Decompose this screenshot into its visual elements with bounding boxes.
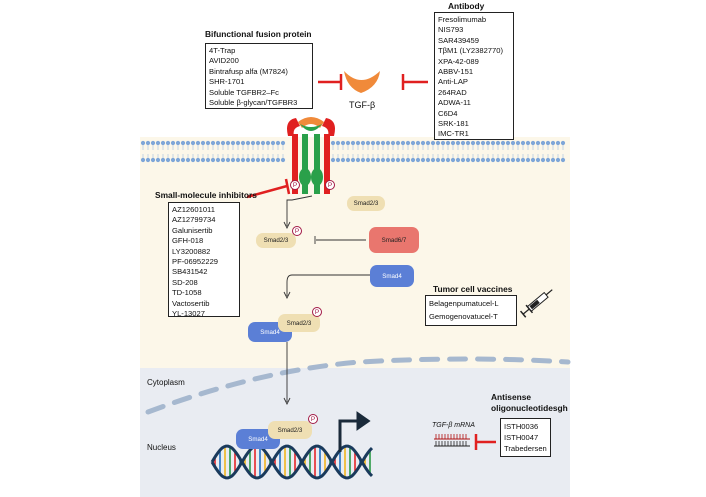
antibody-title: Antibody: [448, 1, 485, 11]
antisense-title-line2: oligonucleotidesgh: [491, 403, 568, 413]
list-item: IMC-TR1: [438, 129, 469, 139]
phospho-marker: P: [292, 226, 302, 236]
dna-helix-icon: [210, 444, 374, 480]
list-item: TβM1 (LY2382770): [438, 46, 504, 56]
smad23-receptor: Smad2/3: [347, 196, 385, 211]
list-item: PF-06952229: [172, 257, 219, 267]
cytoplasm-label: Cytoplasm: [147, 378, 185, 387]
transcription-start-arrow-icon: [338, 411, 371, 452]
smad23-nuclear: Smad2/3: [268, 421, 312, 439]
smad23-complex: Smad2/3: [278, 314, 320, 332]
bifunctional-inhibition-arrow: [318, 74, 343, 90]
list-item: Vactosertib: [172, 298, 210, 308]
list-item: ADWA-11: [438, 98, 471, 108]
tgf-beta-receptor-icon: [287, 117, 335, 194]
smad23-phospho: Smad2/3: [256, 233, 296, 248]
mrna-icon: [434, 434, 470, 447]
phospho-marker: P: [312, 307, 322, 317]
antibody-inhibition-arrow: [401, 74, 428, 90]
list-item: TD-1058: [172, 288, 202, 298]
vaccines-title: Tumor cell vaccines: [433, 284, 513, 294]
list-item: SAR439459: [438, 35, 479, 45]
smad67: Smad6/7: [369, 227, 419, 253]
list-item: AVID200: [209, 56, 239, 66]
list-item: Bintrafusp alfa (M7824): [209, 66, 288, 76]
list-item: Trabedersen: [504, 444, 547, 453]
list-item: SB431542: [172, 267, 208, 277]
syringe-icon: [520, 289, 553, 318]
phospho-marker: P: [308, 414, 318, 424]
small-molecule-title: Small-molecule inhibitors: [155, 190, 257, 200]
list-item: SHR-1701: [209, 77, 245, 87]
phospho-marker: P: [290, 180, 300, 190]
list-item: YL-13027: [172, 309, 205, 319]
list-item: LY3200882: [172, 246, 211, 256]
list-item: Soluble TGFBR2–Fc: [209, 87, 279, 97]
list-item: SRK-181: [438, 119, 469, 129]
list-item: 4T-Trap: [209, 46, 236, 55]
list-item: GFH-018: [172, 236, 204, 246]
tgf-beta-label: TGF-β: [349, 100, 376, 110]
vaccines-list: Belagenpumatucel-L Gemogenovatucel-T: [425, 295, 517, 326]
list-item: AZ12799734: [172, 215, 216, 225]
list-item: Belagenpumatucel-L: [429, 299, 499, 308]
list-item: AZ12601011: [172, 205, 215, 214]
list-item: 264RAD: [438, 87, 467, 97]
nucleus-label: Nucleus: [147, 443, 176, 452]
list-item: Galunisertib: [172, 225, 213, 235]
small-molecule-inhibition-arrow: [246, 178, 291, 199]
smad4-free: Smad4: [370, 265, 414, 287]
tgf-beta-ligand-icon: [344, 71, 380, 93]
mrna-label: TGF-β mRNA: [432, 422, 475, 429]
list-item: SD-208: [172, 277, 198, 287]
list-item: NIS793: [438, 25, 464, 35]
receptor-to-smad-arrow: [286, 195, 313, 226]
cell-membrane: [140, 140, 566, 163]
bifunctional-title: Bifunctional fusion protein: [205, 29, 312, 39]
phospho-marker: P: [325, 180, 335, 190]
list-item: ISTH0036: [504, 422, 539, 431]
list-item: Gemogenovatucel-T: [429, 311, 498, 321]
antisense-inhibition-arrow: [474, 434, 496, 450]
list-item: Anti-LAP: [438, 77, 468, 87]
smad4-recruit-arrow: [286, 274, 370, 296]
list-item: ISTH0047: [504, 433, 539, 442]
list-item: Soluble β-glycan/TGFBR3: [209, 98, 298, 108]
list-item: ABBV-151: [438, 67, 474, 77]
list-item: Fresolimumab: [438, 15, 487, 24]
nuclear-envelope: [145, 356, 571, 415]
antisense-title-line1: Antisense: [491, 392, 532, 402]
list-item: XPA-42-089: [438, 56, 479, 66]
list-item: C6D4: [438, 108, 458, 118]
